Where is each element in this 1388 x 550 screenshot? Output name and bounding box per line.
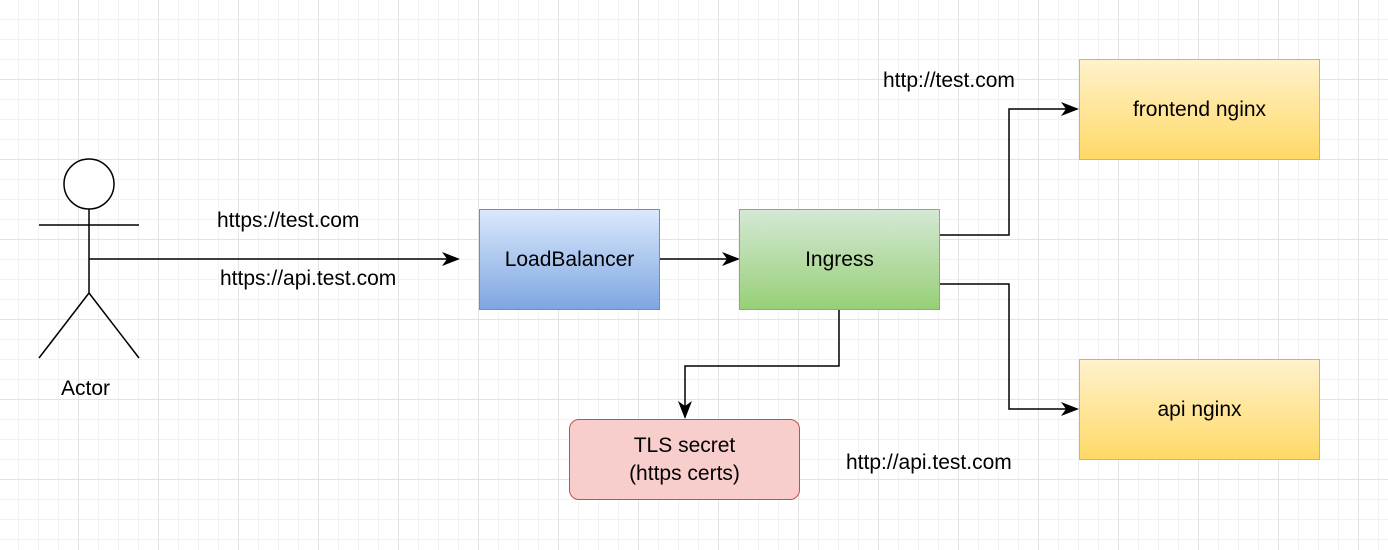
edge-label-https-api: https://api.test.com — [220, 267, 397, 290]
tls-secret-title: TLS secret — [633, 434, 736, 458]
actor-label: Actor — [61, 377, 111, 400]
api-nginx-node[interactable]: api nginx — [1079, 359, 1320, 460]
frontend-nginx-node[interactable]: frontend nginx — [1079, 59, 1320, 160]
edge-ingress-to-tls[interactable] — [678, 310, 840, 419]
loadbalancer-label: LoadBalancer — [504, 247, 635, 271]
tls-secret-node[interactable]: TLS secret (https certs) — [569, 419, 800, 500]
api-nginx-label: api nginx — [1157, 397, 1242, 421]
frontend-nginx-label: frontend nginx — [1132, 97, 1267, 121]
edge-ingress-to-api[interactable] — [940, 283, 1079, 416]
loadbalancer-node[interactable]: LoadBalancer — [479, 209, 660, 310]
tls-secret-subtitle: (https certs) — [629, 461, 740, 485]
ingress-label: Ingress — [805, 247, 874, 271]
edge-ingress-to-frontend[interactable] — [940, 102, 1079, 236]
actor-right-leg — [88, 292, 140, 359]
actor-left-leg — [38, 292, 90, 359]
edge-label-https-test: https://test.com — [217, 209, 360, 232]
edge-label-http-api: http://api.test.com — [846, 451, 1012, 474]
edge-label-http-test: http://test.com — [883, 69, 1015, 92]
ingress-node[interactable]: Ingress — [739, 209, 940, 310]
actor-head — [63, 158, 115, 210]
actor-figure[interactable] — [38, 158, 140, 359]
